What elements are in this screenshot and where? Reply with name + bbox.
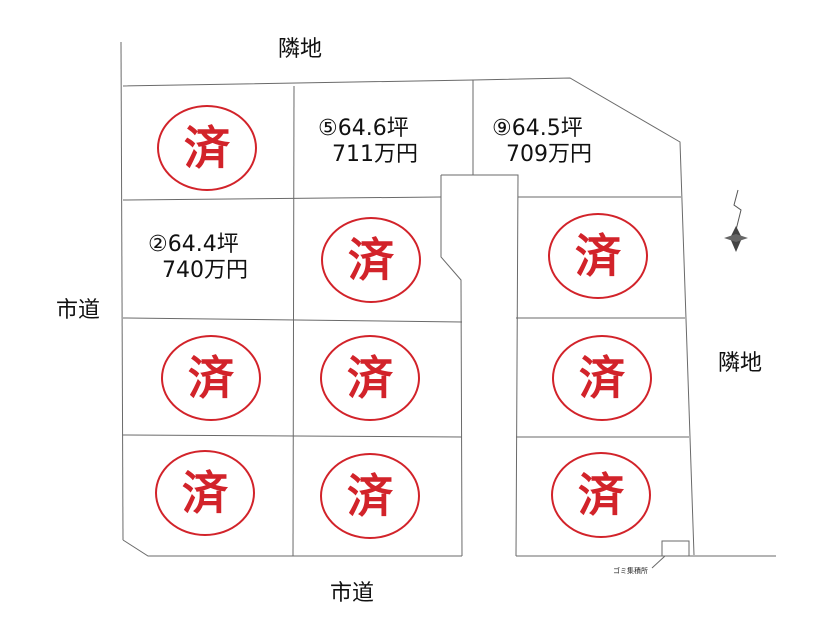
lot-5-area: 64.6坪 [337, 116, 409, 141]
road-left-label: 市道 [56, 298, 101, 323]
lot-5-price: 711万円 [332, 142, 418, 167]
neighbor-right-label: 隣地 [718, 351, 763, 376]
sold-stamp: 済 [161, 335, 261, 421]
sold-stamp: 済 [548, 213, 648, 299]
lot-2-number: ② [148, 232, 168, 257]
lot-2-area: 64.4坪 [167, 232, 239, 257]
sold-stamp: 済 [320, 335, 420, 421]
sold-stamp: 済 [157, 105, 257, 191]
sold-stamp: 済 [321, 217, 421, 303]
lot-2-info[interactable]: ②64.4坪 740万円 [148, 232, 248, 284]
sold-stamp: 済 [551, 452, 651, 538]
lot-9-area: 64.5坪 [511, 116, 583, 141]
sold-stamp: 済 [552, 335, 652, 421]
north-arrow-icon [724, 189, 748, 252]
sold-stamp: 済 [320, 453, 420, 539]
lot-5-number: ⑤ [318, 116, 338, 141]
lot-5-info[interactable]: ⑤64.6坪 711万円 [318, 116, 418, 168]
lot-9-number: ⑨ [492, 116, 512, 141]
lot-9-info[interactable]: ⑨64.5坪 709万円 [492, 116, 592, 168]
road-bottom-label: 市道 [330, 581, 375, 606]
lot-2-price: 740万円 [162, 258, 248, 283]
lot-9-price: 709万円 [506, 142, 592, 167]
neighbor-top-label: 隣地 [278, 37, 323, 62]
lot-boundaries [120, 41, 776, 569]
sold-stamp: 済 [155, 450, 255, 536]
garbage-station-label: ゴミ集積所 [613, 567, 648, 575]
